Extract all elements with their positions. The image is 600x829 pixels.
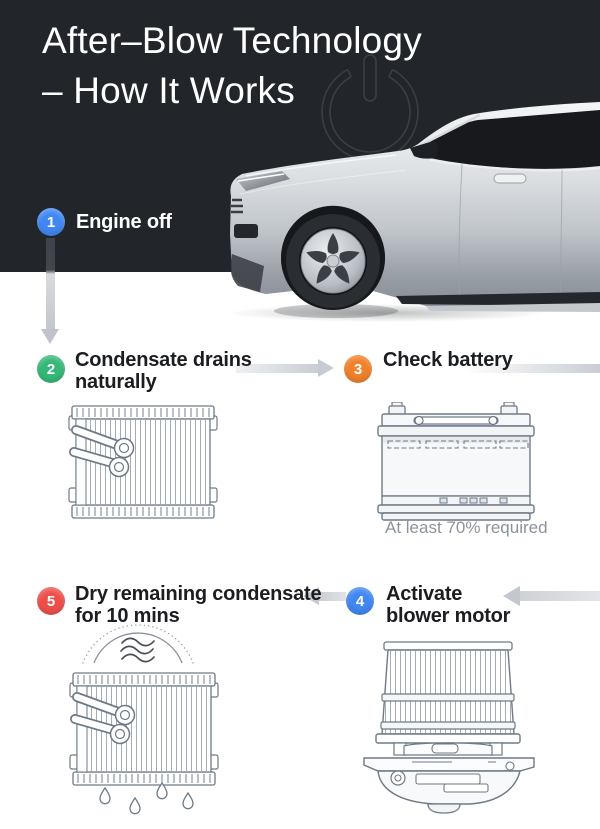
battery-illustration — [377, 402, 535, 521]
flow-arrow-2-3 — [236, 364, 318, 373]
car-illustration — [226, 102, 600, 322]
step-5-badge: 5 — [37, 587, 65, 615]
flow-arrow-into-4 — [520, 591, 600, 601]
water-drops-icon — [99, 782, 194, 815]
flow-arrow-2-3-head — [318, 359, 334, 377]
flow-arrow-3-wrap — [462, 364, 600, 373]
step-5-label-line1: Dry remaining condensate — [75, 583, 322, 605]
step-5-label-line2: for 10 mins — [75, 605, 180, 627]
step-3-number: 3 — [353, 360, 363, 378]
step-3-badge: 3 — [344, 355, 372, 383]
evaporator-illustration — [66, 398, 220, 524]
step-4-label: Activate blower motor — [386, 583, 510, 627]
step-5-number: 5 — [46, 592, 56, 610]
flow-arrow-1-2 — [46, 238, 55, 330]
step-2-label-line2: naturally — [75, 371, 157, 393]
step-1-badge: 1 — [37, 208, 65, 236]
flow-arrow-1-2-head — [41, 329, 59, 344]
title-line-2: – How It Works — [42, 70, 295, 111]
flow-arrow-4-5-head — [303, 587, 319, 605]
step-4-label-line1: Activate — [386, 583, 463, 605]
step-2-label: Condensate drains naturally — [75, 349, 252, 393]
blower-motor-illustration — [363, 641, 535, 814]
step-1-number: 1 — [46, 213, 56, 231]
flow-arrow-4-5 — [319, 591, 346, 601]
heat-waves-icon — [82, 624, 194, 664]
step-2-number: 2 — [46, 360, 56, 378]
step-4-badge: 4 — [346, 587, 374, 615]
step-4-number: 4 — [355, 592, 365, 610]
step-2-badge: 2 — [37, 355, 65, 383]
battery-note: At least 70% required — [385, 518, 548, 537]
page-title: After–Blow Technology – How It Works — [42, 16, 422, 116]
flow-arrow-into-4-head — [503, 586, 520, 606]
step-5-label: Dry remaining condensate for 10 mins — [75, 583, 322, 627]
step-4-label-line2: blower motor — [386, 605, 511, 627]
step-1-label: Engine off — [76, 211, 172, 233]
step-2-label-line1: Condensate drains — [75, 349, 252, 371]
title-line-1: After–Blow Technology — [42, 20, 422, 61]
step-3-label: Check battery — [383, 349, 513, 371]
drying-evaporator-illustration — [58, 624, 230, 815]
